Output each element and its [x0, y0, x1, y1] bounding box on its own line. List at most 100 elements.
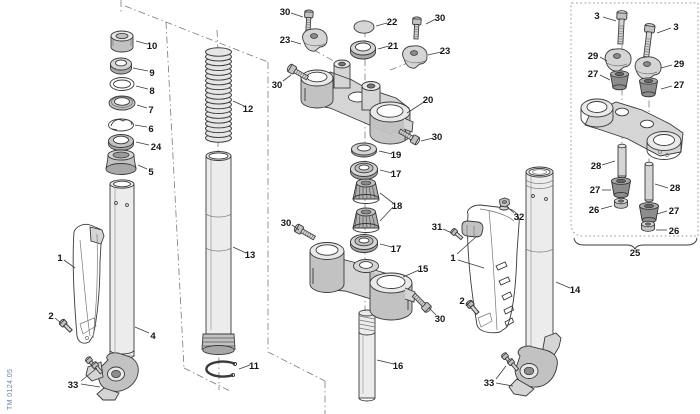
bolt-3-right — [640, 22, 656, 58]
part-callout-28: 28 — [670, 183, 681, 194]
part-callout-30: 30 — [435, 314, 446, 325]
seal-7-drawing — [108, 95, 136, 111]
part-callout-33: 33 — [484, 378, 495, 389]
part-callout-17: 17 — [391, 244, 402, 255]
part-callout-24: 24 — [151, 142, 162, 153]
callout-leader-line — [135, 40, 148, 45]
ring-nut-21-drawing — [350, 40, 376, 60]
circlip-11-drawing — [205, 360, 238, 378]
callout-leader-line — [80, 383, 101, 388]
callout-leader-line — [456, 235, 478, 255]
callout-leader-line — [656, 27, 672, 34]
race-17-lower-drawing — [350, 234, 378, 253]
part-callout-20: 20 — [423, 95, 434, 106]
spring-coil — [205, 47, 232, 57]
callout-leader-line — [428, 307, 437, 316]
cap-22-drawing — [353, 20, 375, 34]
bar-mount-base-drawing — [580, 98, 684, 160]
part-callout-29: 29 — [674, 59, 685, 70]
callout-leader-line — [132, 67, 149, 72]
callout-leader-line — [134, 326, 150, 334]
part-callout-5: 5 — [148, 167, 154, 178]
callout-leader-line — [290, 12, 304, 18]
callout-leader-line — [599, 74, 611, 81]
part-callout-7: 7 — [148, 105, 153, 116]
callout-leader-line — [660, 85, 673, 90]
callout-leader-line — [282, 74, 292, 82]
damper-27-upper-left — [610, 70, 629, 91]
callout-leader-line — [232, 246, 247, 254]
part-callout-15: 15 — [418, 264, 429, 275]
steering-stem-16-drawing — [358, 309, 376, 402]
callout-leader-line — [379, 192, 394, 204]
part-callout-9: 9 — [149, 68, 154, 79]
part-callout-32: 32 — [514, 212, 525, 223]
clip-6-drawing — [108, 118, 134, 132]
nut-26-left — [614, 197, 628, 209]
part-callout-23: 23 — [280, 35, 291, 46]
callout-leader-line — [495, 382, 514, 387]
callout-leader-line — [495, 365, 507, 380]
part-callout-3: 3 — [673, 22, 678, 33]
part-callout-27: 27 — [669, 206, 680, 217]
cap-10-drawing — [110, 30, 134, 53]
callout-leader-line — [420, 137, 434, 142]
race-17-upper-drawing — [350, 161, 378, 180]
callout-leader-line — [599, 56, 608, 62]
callout-leader-line — [379, 243, 393, 248]
callout-leader-line — [376, 359, 395, 365]
oring-8-drawing — [109, 77, 135, 91]
bolt-3-left — [614, 9, 628, 45]
part-callout-21: 21 — [388, 41, 399, 52]
callout-leader-line — [425, 18, 437, 25]
damper-27-lower-right — [639, 202, 659, 224]
kit-inset-box — [570, 2, 699, 237]
fork-guard-right-1-drawing — [467, 204, 520, 334]
callout-leader-line — [602, 16, 617, 22]
callout-leader-line — [134, 124, 148, 128]
spring-coils — [205, 47, 232, 143]
callout-leader-line — [232, 100, 245, 107]
callout-leader-line — [136, 104, 148, 109]
part-callout-2: 2 — [48, 311, 53, 322]
bar-clamp-23-left-drawing — [302, 28, 328, 52]
part-callout-1: 1 — [450, 253, 456, 264]
part-callout-17: 17 — [391, 169, 402, 180]
fork-guard-left-1-drawing — [72, 223, 105, 344]
bearing-18-lower-drawing — [352, 207, 380, 233]
bolt-30-lower-clamp — [410, 291, 433, 314]
part-callout-31: 31 — [432, 222, 443, 233]
callout-leader-line — [660, 64, 673, 69]
inner-tube-13-drawing — [201, 151, 236, 355]
callout-leader-line — [656, 210, 668, 215]
callout-leader-line — [379, 206, 394, 222]
callout-leader-line — [135, 85, 149, 90]
part-callout-26: 26 — [669, 226, 680, 237]
part-callout-23: 23 — [440, 46, 451, 57]
part-callout-30: 30 — [435, 13, 446, 24]
part-callout-16: 16 — [393, 361, 404, 372]
part-callout-14: 14 — [570, 285, 581, 296]
part-callout-11: 11 — [249, 361, 260, 372]
callout-leader-line — [63, 259, 76, 269]
part-callout-30: 30 — [432, 132, 443, 143]
riser-clamp-29-right — [634, 56, 662, 80]
upper-triple-clamp-20-drawing — [300, 59, 414, 145]
callout-leader-line — [238, 364, 251, 370]
part-callout-22: 22 — [387, 17, 398, 28]
part-callout-3: 3 — [594, 11, 599, 22]
part-callout-4: 4 — [150, 331, 156, 342]
callout-leader-line — [442, 228, 453, 234]
callout-leader-line — [402, 269, 420, 278]
callout-leader-line — [654, 183, 669, 189]
part-callout-30: 30 — [272, 80, 283, 91]
part-callout-27: 27 — [588, 69, 599, 80]
axle-clamp-33-right-drawing — [500, 332, 562, 397]
callout-leader-line — [379, 169, 393, 174]
callout-leader-line — [378, 150, 393, 155]
callout-leader-line — [291, 224, 300, 231]
pin-28-right — [644, 161, 654, 203]
part-callout-6: 6 — [148, 124, 153, 135]
part-callout-13: 13 — [245, 250, 256, 261]
fork-tube-14-drawing — [525, 166, 554, 358]
